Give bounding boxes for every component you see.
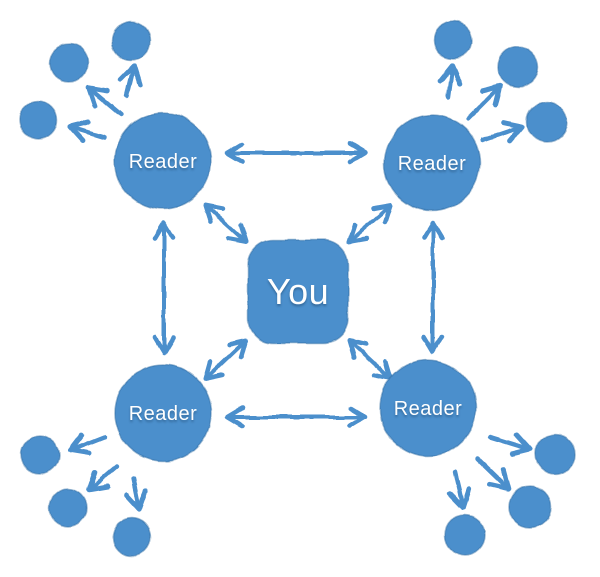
reader-circle-top-left xyxy=(114,112,212,210)
arrow-bottomleft-follower-3 xyxy=(123,476,149,512)
nodes-layer xyxy=(18,20,576,557)
arrow-you-reader-bottomright xyxy=(346,338,394,381)
arrow-bottomleft-follower-1 xyxy=(67,432,107,457)
follower-circle-bottomleft-2 xyxy=(48,488,88,528)
follower-circle-bottomright-2 xyxy=(508,485,552,529)
reader-label-top-left: Reader xyxy=(129,151,198,173)
arrow-bottomleft-follower-2 xyxy=(86,463,120,493)
arrow-bottomright-follower-2 xyxy=(474,455,512,492)
arrow-topright-follower-3 xyxy=(480,120,525,144)
reader-label-top-right: Reader xyxy=(398,153,467,175)
follower-circle-bottomright-3 xyxy=(444,514,486,556)
reader-circle-bottom-right xyxy=(379,359,477,457)
follower-circle-bottomright-1 xyxy=(534,433,576,475)
follower-circle-bottomleft-3 xyxy=(112,517,152,557)
arrows-layer xyxy=(67,63,533,512)
arrow-topleft-follower-3 xyxy=(67,119,107,144)
reader-label-bottom-left: Reader xyxy=(129,403,198,425)
follower-circle-topright-3 xyxy=(526,101,568,143)
arrow-topright-follower-2 xyxy=(465,83,504,122)
you-square xyxy=(247,239,349,344)
follower-circle-topleft-1 xyxy=(111,21,151,61)
reader-circle-bottom-left xyxy=(114,364,212,462)
arrow-bottomright-follower-3 xyxy=(447,469,472,510)
arrow-you-reader-bottomleft xyxy=(202,338,249,381)
arrow-you-reader-topleft xyxy=(202,203,249,244)
arrow-you-reader-topright xyxy=(346,203,394,244)
follower-circle-topleft-3 xyxy=(18,100,58,140)
follower-circle-topleft-2 xyxy=(49,43,89,83)
follower-circle-topright-1 xyxy=(433,20,473,60)
arrow-bottomright-follower-1 xyxy=(487,432,533,457)
you-label: You xyxy=(267,271,329,312)
arrow-topleft-follower-1 xyxy=(118,63,143,99)
labels-layer: Reader Reader Reader Reader You xyxy=(129,151,467,425)
arrow-topleft-follower-2 xyxy=(85,84,124,118)
reader-circle-top-right xyxy=(383,114,481,212)
reader-label-bottom-right: Reader xyxy=(394,398,463,420)
follower-circle-bottomleft-1 xyxy=(20,435,60,475)
arrow-topright-follower-1 xyxy=(437,63,463,100)
follower-circle-topright-2 xyxy=(497,46,539,88)
